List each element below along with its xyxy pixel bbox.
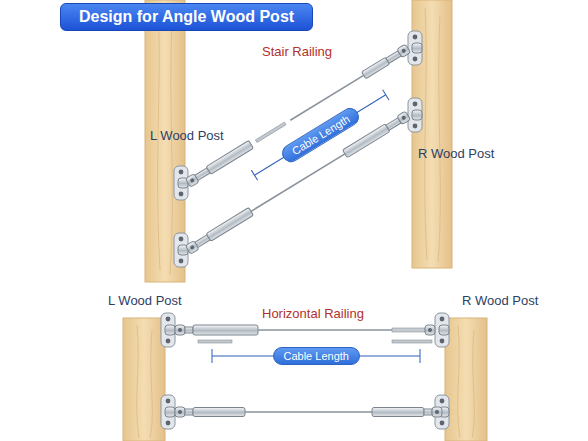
horizontal-cable-exploded (175, 325, 435, 343)
dimension-line (420, 349, 421, 363)
dimension-line (212, 349, 213, 363)
horizontal-cable-exploded (198, 340, 232, 343)
post-label: R Wood Post (418, 146, 494, 161)
stair-cable-exploded (185, 44, 410, 187)
title-banner: Design for Angle Wood Post (60, 3, 313, 31)
wood-post (458, 325, 475, 438)
post-label: R Wood Post (462, 293, 538, 308)
horizontal-cable-assembly (185, 409, 193, 415)
dimension-line (255, 95, 386, 175)
horizontal-cable-exploded (185, 327, 193, 333)
stair-cable-exploded (206, 140, 253, 174)
dimension-line (383, 90, 389, 100)
dimension-line (251, 170, 257, 180)
dimension-line (212, 349, 420, 363)
mount-plate (408, 98, 422, 132)
horizontal-cable-exploded (425, 325, 435, 335)
post-label: L Wood Post (108, 293, 182, 308)
horizontal-cable-exploded (193, 325, 258, 335)
stair-cable-exploded (397, 44, 411, 58)
mount-plate (408, 31, 422, 65)
horizontal-cable-assembly (175, 407, 442, 417)
dimension-pill: Cable Length (273, 347, 360, 365)
section-heading: Horizontal Railing (262, 306, 364, 321)
horizontal-cable-assembly (372, 408, 424, 417)
mount-plate (161, 395, 175, 429)
dimension-label: Cable Length (289, 113, 351, 157)
stair-cable-assembly (251, 154, 345, 211)
dimension-label: Cable Length (284, 350, 349, 362)
horizontal-cable-exploded (258, 329, 392, 331)
dimension-line (251, 90, 389, 181)
wood-post (137, 325, 153, 438)
post-label: L Wood Post (150, 128, 224, 143)
horizontal-cable-exploded (392, 340, 432, 343)
mount-plate (174, 166, 188, 200)
horizontal-cable-exploded (392, 328, 425, 332)
wood-post (445, 318, 487, 441)
mount-plate (174, 233, 188, 267)
stair-cable-assembly (343, 124, 390, 158)
wood-post (123, 0, 487, 441)
section-heading: Stair Railing (262, 44, 332, 59)
stair-cable-exploded (362, 57, 390, 78)
mount-plate (161, 313, 175, 347)
horizontal-cable-assembly (424, 409, 432, 415)
wood-post (425, 8, 441, 262)
wood-post (123, 318, 165, 441)
stair-cable-assembly (206, 207, 253, 241)
horizontal-cable-assembly (175, 407, 185, 417)
horizontal-cable-assembly (432, 407, 442, 417)
horizontal-cable-exploded (175, 325, 185, 335)
stair-cable-exploded (255, 122, 286, 142)
mount-plate (161, 31, 449, 429)
mount-plate (435, 313, 449, 347)
horizontal-cable-assembly (245, 411, 372, 413)
stair-cable-assembly (397, 111, 411, 125)
dimension-pill: Cable Length (278, 104, 362, 165)
horizontal-cable-assembly (193, 408, 245, 417)
